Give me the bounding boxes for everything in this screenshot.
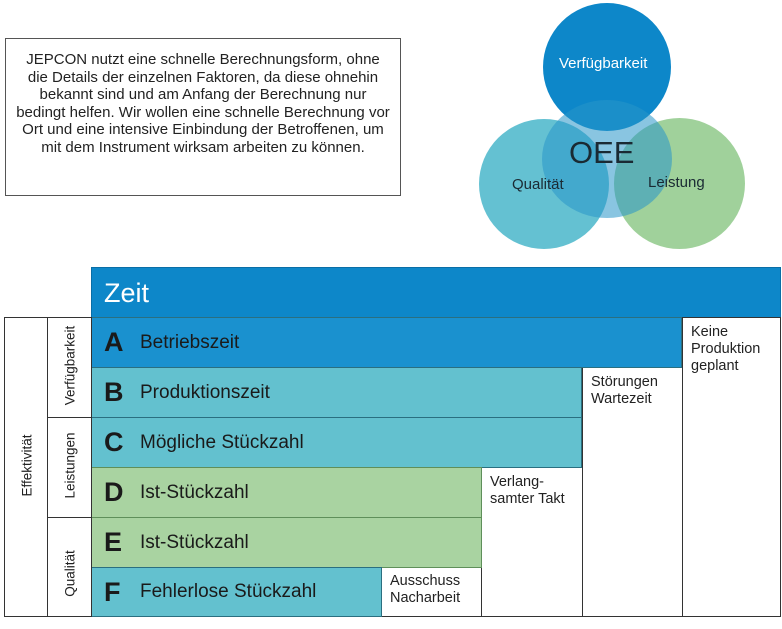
side-verfuegbarkeit: Verfügbarkeit <box>47 317 92 418</box>
bar-b-label: Produktionszeit <box>140 381 270 403</box>
zeit-header-label: Zeit <box>104 278 150 308</box>
bar-e-letter: E <box>104 527 123 557</box>
bar-c-moegliche-stueckzahl: C Mögliche Stückzahl <box>91 417 582 468</box>
bar-f-label: Fehlerlose Stückzahl <box>140 581 317 602</box>
side-verfuegbarkeit-label: Verfügbarkeit <box>62 325 78 406</box>
bar-d-ist-stueckzahl: D Ist-Stückzahl <box>91 467 482 518</box>
venn-label-verfuegbarkeit: Verfügbarkeit <box>559 55 648 72</box>
bar-e-ist-stueckzahl: E Ist-Stückzahl <box>91 517 482 568</box>
loss-verlangsamt: Verlang- samter Takt <box>481 467 583 617</box>
bar-a-letter: A <box>104 327 124 357</box>
side-leistungen: Leistungen <box>47 417 92 518</box>
loss-keine-produktion: Keine Produktion geplant <box>682 317 781 617</box>
loss-stoerungen: Störungen Wartezeit <box>582 367 683 617</box>
venn-label-qualitaet: Qualität <box>512 176 564 193</box>
zeit-header: Zeit <box>91 267 781 318</box>
bar-a-betriebszeit: A Betriebszeit <box>91 317 682 368</box>
intro-text-box: JEPCON nutzt eine schnelle Berechnungsfo… <box>5 38 401 196</box>
side-qualitaet-label: Qualität <box>62 550 78 597</box>
bar-e-label: Ist-Stückzahl <box>140 531 249 553</box>
loss-ausschuss: Ausschuss Nacharbeit <box>381 567 482 617</box>
side-leistungen-label: Leistungen <box>62 432 78 499</box>
bar-a-label: Betriebszeit <box>140 331 240 353</box>
venn-center-label: OEE <box>569 135 635 170</box>
bar-d-label: Ist-Stückzahl <box>140 481 249 503</box>
side-qualitaet: Qualität <box>47 517 92 617</box>
bar-f-fehlerlose-stueckzahl: F Fehlerlose Stückzahl <box>91 567 382 617</box>
bar-c-label: Mögliche Stückzahl <box>140 431 304 453</box>
side-effektivitaet-label: Effektivität <box>19 434 35 497</box>
side-effektivitaet: Effektivität <box>4 317 48 617</box>
venn-label-leistung: Leistung <box>648 174 705 191</box>
oee-venn-diagram: Verfügbarkeit Qualität Leistung OEE <box>470 0 760 255</box>
intro-text: JEPCON nutzt eine schnelle Berechnungsfo… <box>16 51 390 156</box>
bar-b-produktionszeit: B Produktionszeit <box>91 367 582 418</box>
bar-c-letter: C <box>104 427 124 457</box>
loss-verlangsamt-label: Verlang- samter Takt <box>490 474 565 507</box>
bar-f-letter: F <box>104 576 121 607</box>
loss-ausschuss-label: Ausschuss Nacharbeit <box>390 573 461 606</box>
loss-stoerungen-label: Störungen Wartezeit <box>591 374 658 407</box>
loss-keine-produktion-label: Keine Produktion geplant <box>691 324 761 374</box>
bar-d-letter: D <box>104 477 124 507</box>
venn-overlap-center <box>542 100 672 218</box>
bar-b-letter: B <box>104 377 124 407</box>
